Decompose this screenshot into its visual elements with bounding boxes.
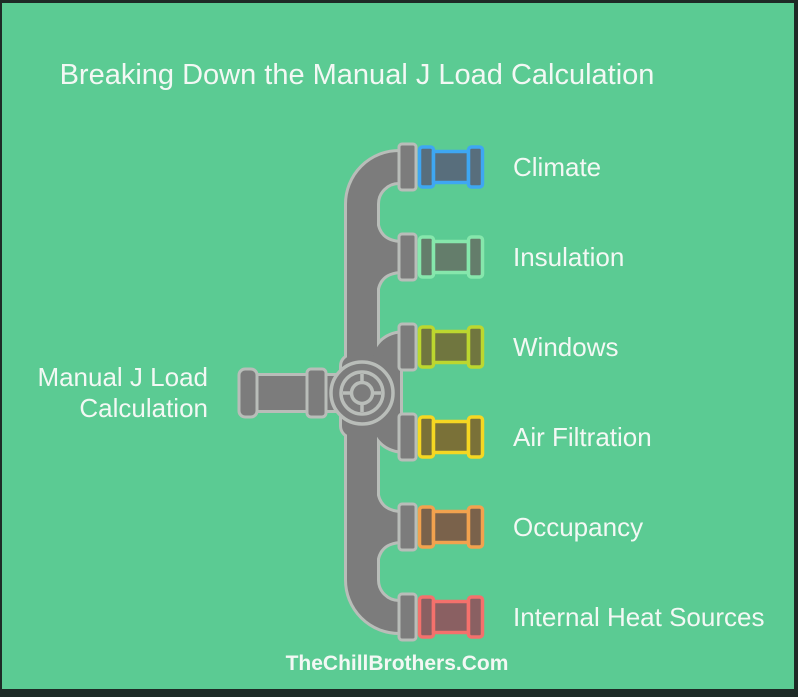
branch-collar: [397, 322, 418, 372]
inlet-end-cap: [237, 367, 259, 419]
valve-icon: [329, 360, 395, 426]
pipe-fitting-windows: [417, 325, 485, 369]
pipe-fitting-occupancy: [417, 505, 485, 549]
branch-label-internal-heat-sources: Internal Heat Sources: [513, 602, 764, 632]
pipe-fitting-insulation: [417, 235, 485, 279]
branch-collar: [397, 142, 418, 192]
branch-collar: [397, 232, 418, 282]
source-label-line1: Manual J Load: [37, 362, 208, 392]
pipe-fitting-climate: [417, 145, 485, 189]
branch-label-air-filtration: Air Filtration: [513, 422, 652, 452]
footer-website: TheChillBrothers.Com: [286, 652, 509, 675]
branch-label-insulation: Insulation: [513, 242, 624, 272]
pipe-fitting-internal-heat-sources: [417, 595, 485, 639]
branch-label-windows: Windows: [513, 332, 618, 362]
inlet-collar: [305, 367, 328, 419]
pipe-fitting-air-filtration: [417, 415, 485, 459]
infographic-title: Breaking Down the Manual J Load Calculat…: [60, 59, 655, 91]
branch-collar: [397, 412, 418, 462]
branch-label-climate: Climate: [513, 152, 601, 182]
branch-collar: [397, 502, 418, 552]
branch-collar: [397, 592, 418, 642]
branch-label-occupancy: Occupancy: [513, 512, 643, 542]
source-label-line2: Calculation: [79, 393, 208, 423]
